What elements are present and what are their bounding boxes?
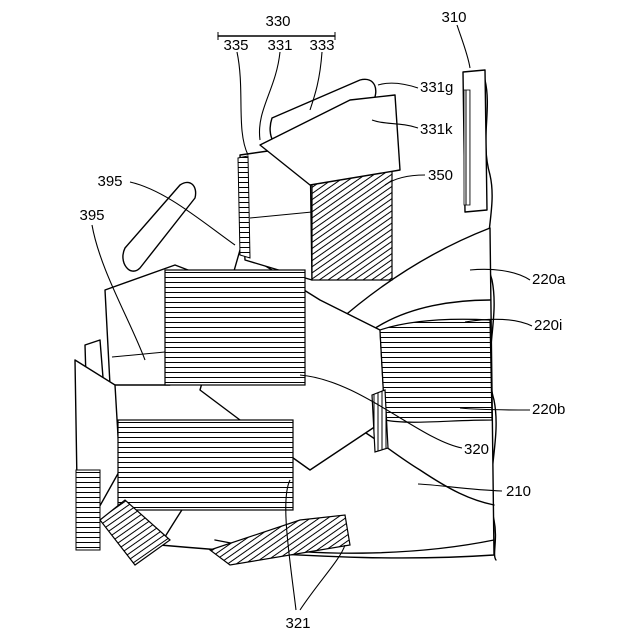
label-335: 335 bbox=[223, 37, 248, 54]
label-330: 330 bbox=[265, 13, 290, 30]
label-333: 333 bbox=[309, 37, 334, 54]
tooth-left-stack bbox=[118, 420, 293, 510]
leader-310 bbox=[457, 25, 470, 68]
lamination-inner bbox=[372, 390, 388, 452]
label-220b: 220b bbox=[532, 401, 565, 418]
label-331k: 331k bbox=[420, 121, 453, 138]
tooth-left-side bbox=[76, 470, 100, 550]
tooth-330-side bbox=[238, 156, 250, 258]
leader-335 bbox=[237, 52, 248, 155]
label-395-upper: 395 bbox=[97, 173, 122, 190]
shaft-310-stack bbox=[464, 90, 470, 205]
label-331g: 331g bbox=[420, 79, 453, 96]
label-220i: 220i bbox=[534, 317, 562, 334]
label-395-lower: 395 bbox=[79, 207, 104, 224]
label-331: 331 bbox=[267, 37, 292, 54]
tooth-395-upper-stack bbox=[165, 270, 305, 385]
label-220a: 220a bbox=[532, 271, 566, 288]
label-350: 350 bbox=[428, 167, 453, 184]
label-210: 210 bbox=[506, 483, 531, 500]
tooth-395-upper-cap bbox=[123, 182, 196, 271]
label-320: 320 bbox=[464, 441, 489, 458]
label-310: 310 bbox=[441, 9, 466, 26]
leader-331g bbox=[378, 83, 418, 88]
label-321: 321 bbox=[285, 615, 310, 632]
lamination-stack bbox=[380, 319, 492, 422]
